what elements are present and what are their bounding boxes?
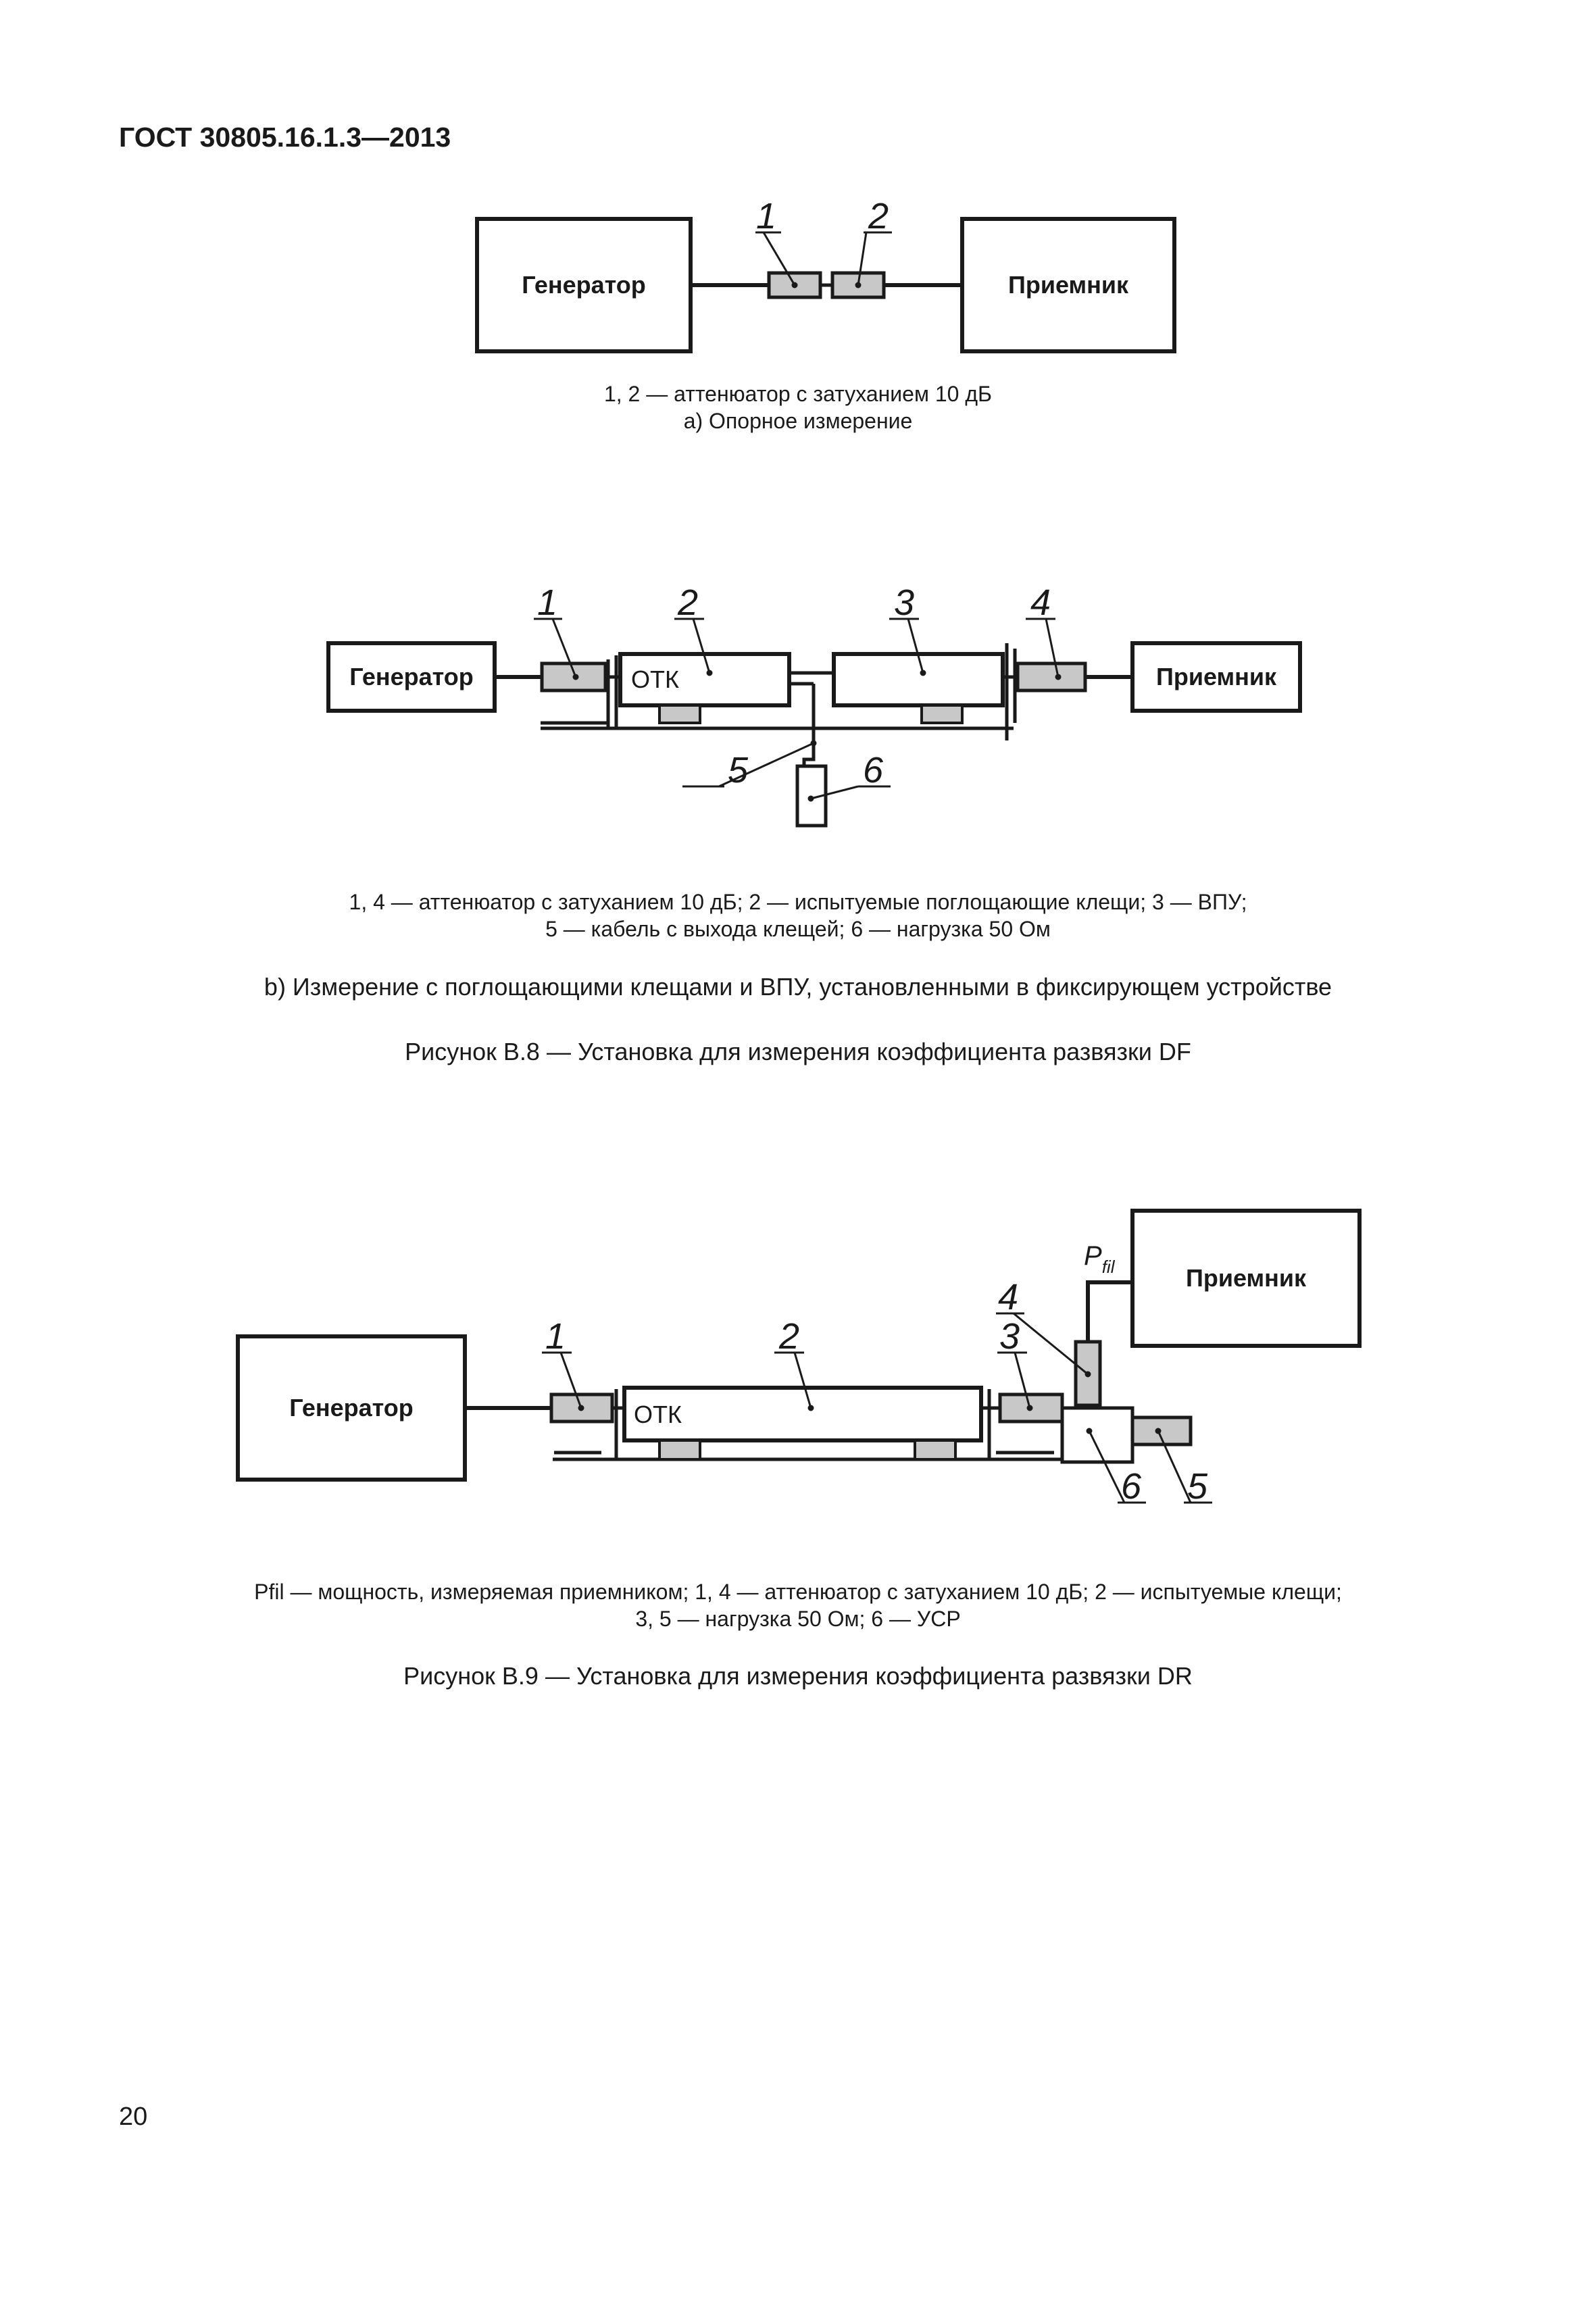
label-2: 2 bbox=[868, 196, 889, 236]
label-1: 1 bbox=[756, 196, 776, 236]
label-1: 1 bbox=[545, 1316, 566, 1357]
otk-label: ОТК bbox=[634, 1401, 682, 1428]
generator-label: Генератор bbox=[289, 1394, 414, 1422]
figure-c-legend-line2: 3, 5 — нагрузка 50 Ом; 6 — УСР bbox=[635, 1607, 961, 1631]
figure-b-caption: b) Измерение с поглощающими клещами и ВП… bbox=[264, 973, 1332, 1001]
label-3: 3 bbox=[999, 1316, 1020, 1357]
figure-c bbox=[236, 1209, 1362, 1504]
label-1: 1 bbox=[537, 582, 557, 623]
generator-label: Генератор bbox=[522, 271, 646, 299]
attenuator-4 bbox=[1016, 661, 1087, 693]
page-number: 20 bbox=[119, 2103, 148, 2131]
generator-block bbox=[326, 641, 497, 713]
figure-a-legend: 1, 2 — аттенюатор с затуханием 10 дБ bbox=[603, 382, 993, 406]
figure-b-legend-line2: 5 — кабель с выхода клещей; 6 — нагрузка… bbox=[545, 917, 1051, 941]
figure-b bbox=[326, 618, 1302, 828]
generator-label: Генератор bbox=[349, 663, 474, 690]
figure-a bbox=[475, 217, 1176, 353]
figure-b8-title: Рисунок В.8 — Установка для измерения ко… bbox=[405, 1038, 1191, 1065]
generator-block bbox=[236, 1334, 467, 1482]
figure-c-legend-line1: Pfil — мощность, измеряемая приемником; … bbox=[254, 1580, 1342, 1604]
output-cable bbox=[802, 684, 816, 766]
label-4: 4 bbox=[998, 1277, 1018, 1317]
otk-label: ОТК bbox=[631, 665, 679, 693]
label-6: 6 bbox=[863, 750, 884, 790]
label-2: 2 bbox=[677, 582, 698, 623]
receiver-block bbox=[960, 217, 1176, 353]
receiver-label: Приемник bbox=[1008, 271, 1129, 299]
receiver-block bbox=[1130, 1209, 1362, 1348]
figure-b-legend-line1: 1, 4 — аттенюатор с затуханием 10 дБ; 2 … bbox=[349, 890, 1247, 914]
otk-clamp bbox=[618, 652, 791, 707]
fpu-device bbox=[832, 652, 1005, 707]
figure-a-caption: а) Опорное измерение bbox=[683, 409, 913, 433]
usr-device bbox=[1060, 1406, 1134, 1464]
label-2: 2 bbox=[778, 1316, 799, 1357]
pfil-label: Pfil bbox=[1084, 1241, 1116, 1277]
label-3: 3 bbox=[894, 582, 914, 623]
generator-block bbox=[475, 217, 693, 353]
label-4: 4 bbox=[1030, 582, 1051, 623]
label-6: 6 bbox=[1121, 1466, 1142, 1507]
receiver-label: Приемник bbox=[1186, 1264, 1307, 1292]
figure-b9-title: Рисунок В.9 — Установка для измерения ко… bbox=[403, 1662, 1193, 1690]
label-5: 5 bbox=[1187, 1466, 1208, 1507]
document-header: ГОСТ 30805.16.1.3—2013 bbox=[119, 122, 451, 153]
label-5: 5 bbox=[728, 750, 749, 790]
receiver-label: Приемник bbox=[1156, 663, 1277, 690]
otk-clamp bbox=[622, 1386, 983, 1442]
